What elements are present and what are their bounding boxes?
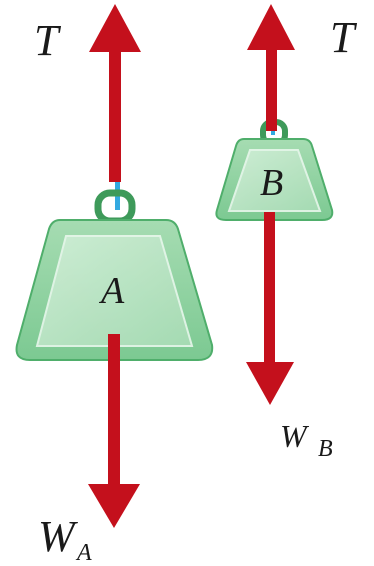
tension-arrow-a — [89, 4, 141, 182]
svg-text:W: W — [38, 512, 78, 561]
mass-a: A — [15, 60, 214, 361]
weight-symbol-a: W — [38, 512, 78, 561]
tension-arrow-b — [247, 4, 295, 131]
mass-b-label: B — [260, 162, 283, 204]
weight-subscript-a: A — [75, 540, 92, 566]
mass-a-label: A — [98, 270, 125, 312]
svg-text:W: W — [280, 418, 310, 454]
weight-subscript-b: B — [318, 436, 333, 462]
tension-label-a: T — [34, 16, 62, 65]
weight-arrow-b — [246, 212, 294, 405]
weight-label-b: W B — [280, 418, 333, 462]
weight-arrow-a — [88, 334, 140, 528]
weight-label-a: W A — [38, 512, 92, 566]
weight-inner-b — [227, 149, 322, 212]
weight-inner-a — [35, 235, 194, 347]
weight-symbol-b: W — [280, 418, 310, 454]
tension-label-b: T — [330, 13, 358, 62]
